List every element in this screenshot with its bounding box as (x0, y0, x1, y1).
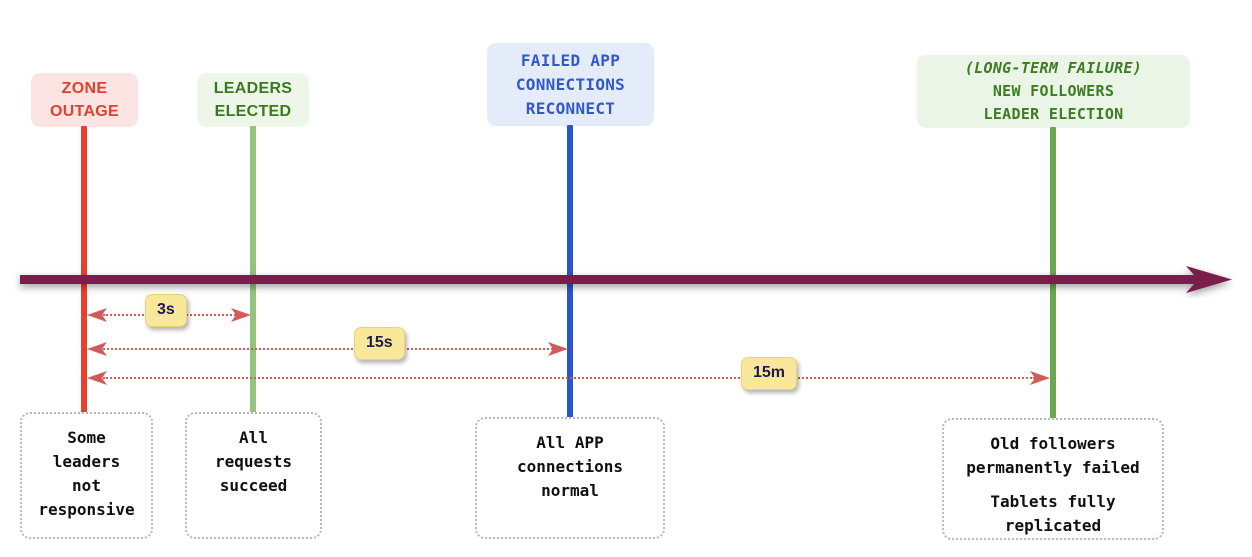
event-rule-zone-outage (81, 126, 87, 422)
event-label-line: CONNECTIONS (515, 74, 626, 94)
state-box-leaders-elected: All requests succeed (185, 412, 322, 539)
event-label-line: LEADER ELECTION (983, 105, 1124, 123)
event-label-line: ELECTED (214, 103, 292, 120)
duration-badge-15s: 15s (354, 327, 405, 360)
state-line: replicated (1004, 516, 1102, 535)
state-box-long-term-failure: Old followers permanently failed Tablets… (942, 418, 1164, 540)
timeline-axis (0, 258, 1252, 298)
state-line: normal (541, 481, 599, 500)
event-label-zone-outage: ZONE OUTAGE (31, 73, 138, 127)
event-label-line: OUTAGE (49, 103, 120, 120)
state-box-app-connections: All APP connections normal (475, 417, 665, 539)
duration-measure-15s: 15s (0, 327, 1252, 360)
state-line: requests (214, 452, 293, 471)
state-line: responsive (38, 500, 135, 519)
event-label-line: LEADERS (213, 80, 293, 97)
event-label-line: FAILED APP (520, 50, 621, 70)
state-line: succeed (219, 476, 288, 495)
duration-dotted-line-15m (103, 377, 1035, 379)
state-line: Tablets fully (990, 492, 1116, 511)
event-label-line: RECONNECT (525, 98, 616, 118)
event-rule-leaders-elected (250, 126, 256, 422)
state-line: permanently failed (966, 458, 1140, 477)
duration-dotted-line-15s (103, 348, 553, 350)
duration-measure-3s: 3s (0, 294, 1252, 327)
duration-arrowheads-15s (87, 342, 568, 356)
state-line: connections (517, 457, 623, 476)
duration-arrowheads-15m (87, 371, 1050, 385)
state-line: All (239, 428, 268, 447)
event-label-line: NEW FOLLOWERS (992, 82, 1115, 100)
event-label-failed-app-connections-reconnect: FAILED APP CONNECTIONS RECONNECT (487, 43, 654, 126)
event-label-line-italic: (LONG-TERM FAILURE) (964, 59, 1143, 77)
event-label-long-term-failure: (LONG-TERM FAILURE) NEW FOLLOWERS LEADER… (917, 55, 1190, 128)
event-label-leaders-elected: LEADERS ELECTED (197, 73, 309, 127)
state-line: All APP (536, 433, 604, 452)
state-line: Old followers (990, 434, 1116, 453)
state-box-zone-outage: Some leaders not responsive (20, 412, 153, 539)
event-label-line: ZONE (61, 80, 108, 97)
state-line: leaders (52, 452, 121, 471)
duration-badge-3s: 3s (145, 294, 187, 327)
duration-measure-15m: 15m (0, 357, 1252, 390)
state-line: not (72, 476, 101, 495)
state-line: Some (67, 428, 106, 447)
duration-badge-15m: 15m (741, 357, 798, 390)
duration-arrowheads-3s (87, 308, 251, 322)
